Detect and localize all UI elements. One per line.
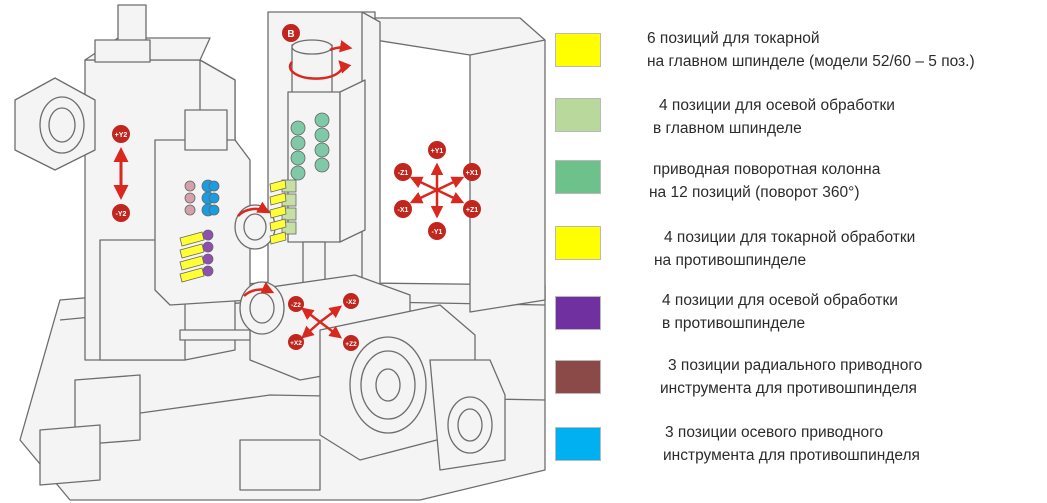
y2-turret-tools bbox=[179, 179, 220, 283]
legend-item: приводная поворотная колонна на 12 позиц… bbox=[545, 148, 1047, 208]
main-turning-tools bbox=[269, 179, 287, 245]
y2-minus-label: -Y2 bbox=[116, 211, 127, 218]
legend-text: 3 позиции радиального приводного инструм… bbox=[660, 354, 923, 400]
legend-item: 6 позиций для токарной на главном шпинде… bbox=[545, 14, 1047, 74]
z2-plus-label: +Z2 bbox=[345, 341, 357, 348]
legend-line: на противошпинделе bbox=[654, 252, 807, 269]
legend-line: приводная поворотная колонна bbox=[653, 161, 881, 178]
x2-minus-label: -X2 bbox=[346, 299, 357, 306]
legend-item: 3 позиции радиального приводного инструм… bbox=[545, 347, 1047, 407]
axial-driven-tools-sub bbox=[201, 179, 220, 217]
machine-frame bbox=[14, 4, 546, 501]
legend: 6 позиций для токарной на главном шпинде… bbox=[545, 0, 1047, 503]
sub-turning-tools-yellow bbox=[179, 231, 205, 283]
legend-swatch bbox=[555, 360, 601, 394]
y2-plus-label: +Y2 bbox=[115, 132, 128, 139]
b-column-tools bbox=[269, 112, 330, 245]
y2-axis-indicator: +Y2 -Y2 bbox=[112, 125, 130, 222]
legend-line: инструмента для противошпинделя bbox=[663, 447, 920, 464]
legend-item: 4 позиции для осевой обработки в противо… bbox=[545, 282, 1047, 342]
y1-z1-x1-axis-indicator: +Y1 -Y1 -Z1 +Z1 +X1 -X1 bbox=[394, 141, 481, 240]
legend-line: 4 позиции для осевой обработки bbox=[659, 97, 895, 114]
legend-swatch bbox=[555, 160, 601, 194]
legend-swatch bbox=[555, 33, 601, 67]
b-axis-indicator: B bbox=[282, 24, 353, 80]
rotation-arrows bbox=[237, 201, 275, 297]
z2-x2-axis-indicator: -Z2 +Z2 -X2 +X2 bbox=[288, 293, 359, 351]
sub-axial-tools-purple bbox=[202, 229, 214, 277]
driven-column-tools bbox=[290, 112, 330, 181]
radial-driven-tools-sub bbox=[184, 180, 196, 216]
z1-minus-label: -Z1 bbox=[398, 170, 409, 177]
legend-line: в противошпинделе bbox=[662, 315, 806, 332]
x2-plus-label: +X2 bbox=[290, 340, 302, 347]
x1-plus-label: +X1 bbox=[466, 170, 479, 177]
z2-minus-label: -Z2 bbox=[291, 302, 301, 309]
legend-line: 3 позиции осевого приводного bbox=[665, 424, 884, 441]
legend-text: 6 позиций для токарной на главном шпинде… bbox=[647, 27, 975, 73]
legend-text: 4 позиции для осевой обработки в противо… bbox=[662, 289, 898, 335]
legend-text: 4 позиции для токарной обработки на прот… bbox=[654, 226, 916, 272]
legend-line: на 12 позиций (поворот 360°) bbox=[649, 184, 860, 201]
legend-line: в главном шпинделе bbox=[653, 120, 802, 137]
machine-diagram: +Y2 -Y2 B +Y1 -Y1 -Z1 +Z1 +X1 bbox=[14, 4, 546, 501]
b-axis-label: B bbox=[287, 29, 294, 40]
legend-swatch bbox=[555, 226, 601, 260]
x1-minus-label: -X1 bbox=[398, 207, 409, 214]
y1-minus-label: -Y1 bbox=[432, 229, 443, 236]
legend-line: инструмента для противошпинделя bbox=[660, 380, 917, 397]
legend-line: 4 позиции для осевой обработки bbox=[662, 292, 898, 309]
legend-line: 3 позиции радиального приводного bbox=[668, 357, 923, 374]
legend-text: 4 позиции для осевой обработки в главном… bbox=[653, 94, 895, 140]
legend-item: 4 позиции для осевой обработки в главном… bbox=[545, 84, 1047, 144]
legend-swatch bbox=[555, 98, 601, 132]
legend-text: приводная поворотная колонна на 12 позиц… bbox=[649, 158, 881, 204]
legend-item: 3 позиции осевого приводного инструмента… bbox=[545, 414, 1047, 474]
legend-line: 6 позиций для токарной bbox=[647, 30, 820, 47]
legend-item: 4 позиции для токарной обработки на прот… bbox=[545, 216, 1047, 276]
legend-text: 3 позиции осевого приводного инструмента… bbox=[663, 421, 920, 467]
legend-swatch bbox=[555, 296, 601, 330]
z1-plus-label: +Z1 bbox=[466, 207, 478, 214]
legend-line: 4 позиции для токарной обработки bbox=[664, 229, 916, 246]
legend-line: на главном шпинделе (модели 52/60 – 5 по… bbox=[647, 53, 975, 70]
legend-swatch bbox=[555, 427, 601, 461]
y1-plus-label: +Y1 bbox=[431, 148, 444, 155]
